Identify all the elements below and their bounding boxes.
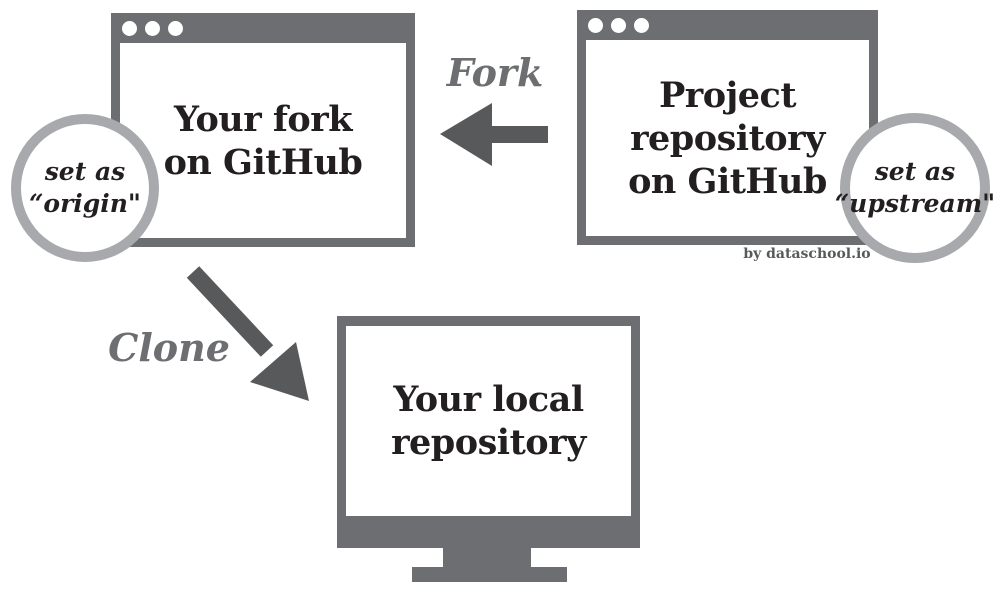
local-repository-label-line1: Your local (393, 379, 584, 420)
clone-arrow-label: Clone (108, 325, 230, 370)
monitor-screen: Your local repository (346, 326, 631, 516)
fork-window: Your fork on GitHub (111, 13, 415, 247)
monitor-stand-neck (443, 547, 531, 568)
project-window: Project repository on GitHub (577, 10, 878, 245)
window-control-dot-icon (588, 18, 603, 33)
upstream-badge-line1: set as (874, 157, 956, 186)
fork-arrow-label: Fork (446, 50, 544, 95)
local-repository-monitor: Your local repository (337, 316, 640, 548)
window-control-dot-icon (611, 18, 626, 33)
local-repository-label-line2: repository (391, 422, 586, 463)
window-control-dot-icon (634, 18, 649, 33)
project-window-content: Project repository on GitHub (586, 40, 869, 236)
window-controls (122, 21, 183, 36)
fork-window-content: Your fork on GitHub (120, 43, 406, 238)
upstream-badge: set as “upstream" (835, 113, 995, 263)
window-control-dot-icon (168, 21, 183, 36)
origin-badge-line1: set as (44, 157, 126, 186)
project-window-label-line1: Project (658, 74, 797, 116)
fork-window-label-line1: Your fork (174, 98, 352, 140)
window-control-dot-icon (122, 21, 137, 36)
origin-badge: set as “origin" (11, 114, 159, 262)
credit-text: by dataschool.io (743, 246, 871, 262)
origin-badge-line2: “origin" (29, 189, 141, 218)
upstream-badge-line2: “upstream" (834, 189, 996, 218)
window-control-dot-icon (145, 21, 160, 36)
monitor-stand-base (412, 567, 567, 582)
project-window-label-line2: repository (630, 117, 825, 159)
fork-window-label-line2: on GitHub (163, 141, 363, 183)
fork-arrow-icon (440, 103, 548, 166)
project-window-label-line3: on GitHub (628, 160, 827, 202)
window-controls (588, 18, 649, 33)
